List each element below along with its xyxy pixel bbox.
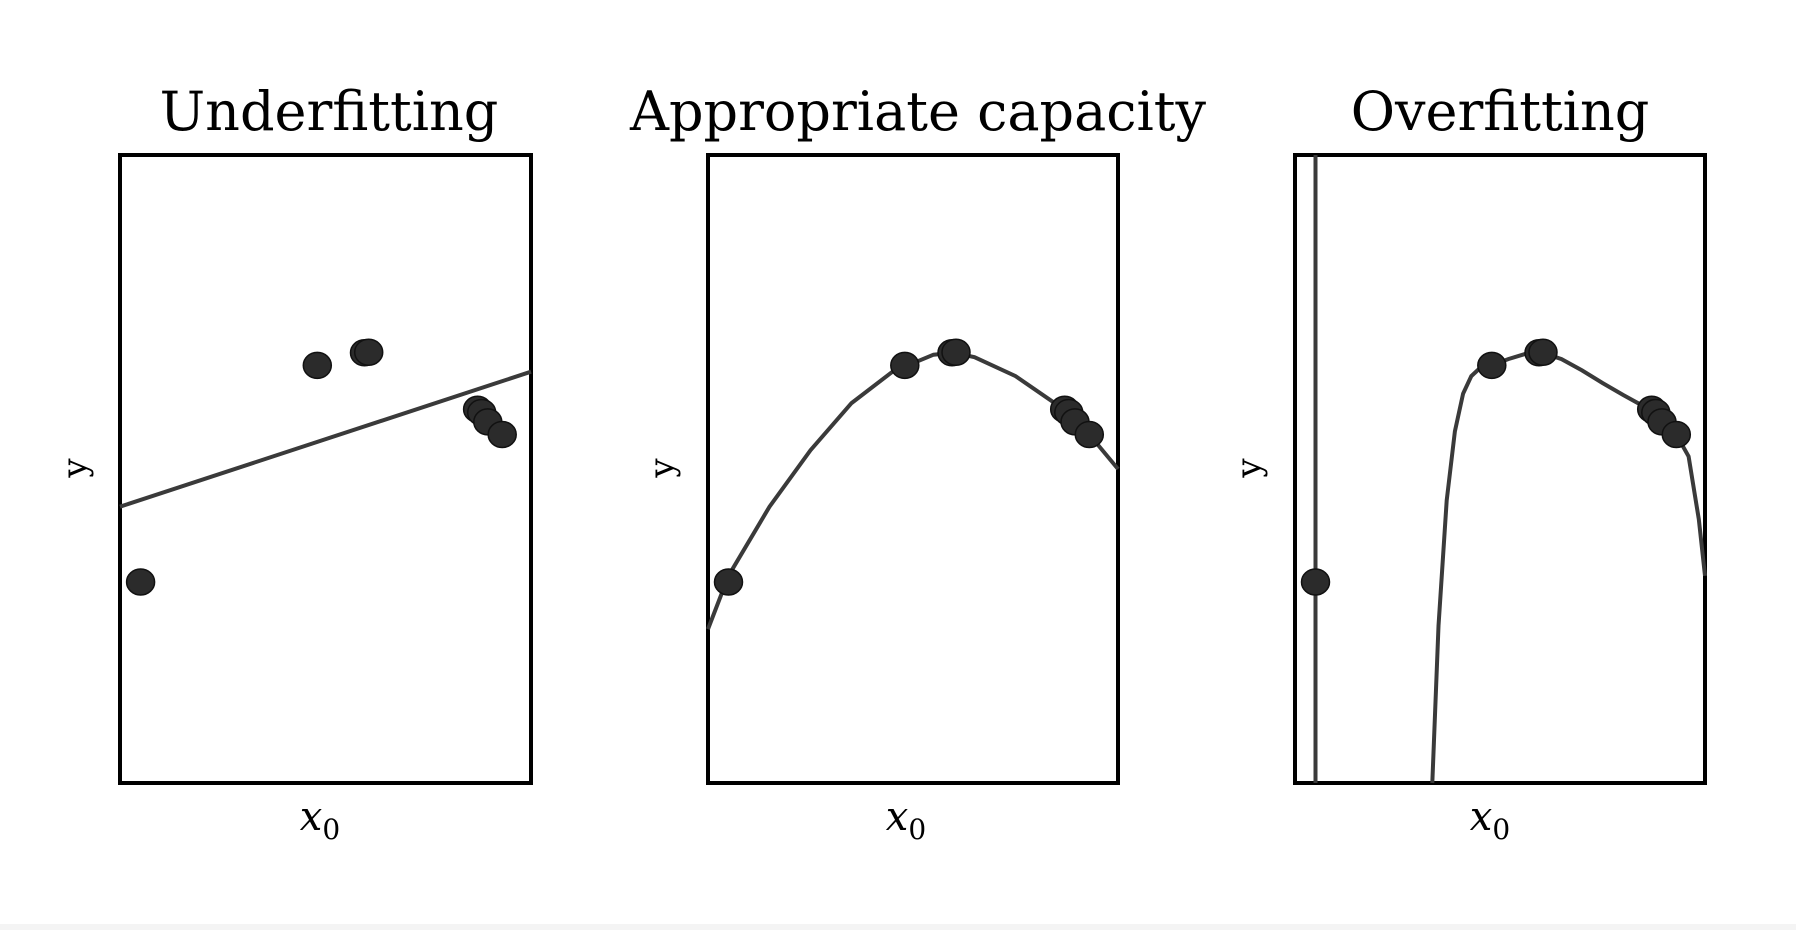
data-point-4 xyxy=(353,338,384,366)
data-point-2 xyxy=(1477,351,1507,380)
x-axis-label-subscript: 0 xyxy=(322,813,340,846)
x-axis-label: x0 xyxy=(1470,794,1510,846)
data-point-1 xyxy=(125,568,156,596)
data-point-2 xyxy=(302,351,333,380)
y-axis-label: y xyxy=(55,458,95,479)
panel-title: Underfitting xyxy=(160,80,499,143)
plot-frame xyxy=(1293,153,1707,785)
panel-title: Appropriate capacity xyxy=(629,80,1207,143)
x-axis-label-subscript: 0 xyxy=(908,813,926,846)
points-layer xyxy=(713,338,1105,596)
points-layer xyxy=(125,338,517,596)
data-point-8 xyxy=(1661,420,1692,449)
panel-appropriate-capacity: Appropriate capacity y x0 xyxy=(629,80,1207,846)
data-point-4 xyxy=(941,338,971,366)
fit-line-segment-1 xyxy=(119,369,532,509)
fit-layer xyxy=(1313,155,1707,784)
x-axis-label-base: x xyxy=(886,794,909,840)
x-axis-label-base: x xyxy=(300,794,323,840)
plot-frame xyxy=(118,153,533,785)
fit-layer xyxy=(706,350,1120,630)
panel-underfitting: Underfitting y x0 xyxy=(55,80,533,846)
panel-title: Overfitting xyxy=(1351,80,1650,143)
data-point-8 xyxy=(1074,420,1105,449)
data-point-4 xyxy=(1528,338,1558,366)
footer-strip xyxy=(0,924,1796,930)
x-axis-label: x0 xyxy=(886,794,926,846)
fit-layer xyxy=(119,369,532,509)
x-axis-label: x0 xyxy=(300,794,340,846)
x-axis-label-subscript: 0 xyxy=(1492,813,1510,846)
data-point-8 xyxy=(487,420,517,449)
data-point-1 xyxy=(713,568,744,596)
plot-frame xyxy=(706,153,1120,785)
data-point-1 xyxy=(1300,568,1331,596)
panel-overfitting: Overfitting y x0 xyxy=(1229,80,1707,846)
data-point-2 xyxy=(890,351,920,380)
points-layer xyxy=(1300,338,1692,596)
y-axis-label: y xyxy=(642,458,682,479)
x-axis-label-base: x xyxy=(1470,794,1493,840)
fit-line-segment-1 xyxy=(706,350,1120,630)
y-axis-label: y xyxy=(1229,458,1269,479)
